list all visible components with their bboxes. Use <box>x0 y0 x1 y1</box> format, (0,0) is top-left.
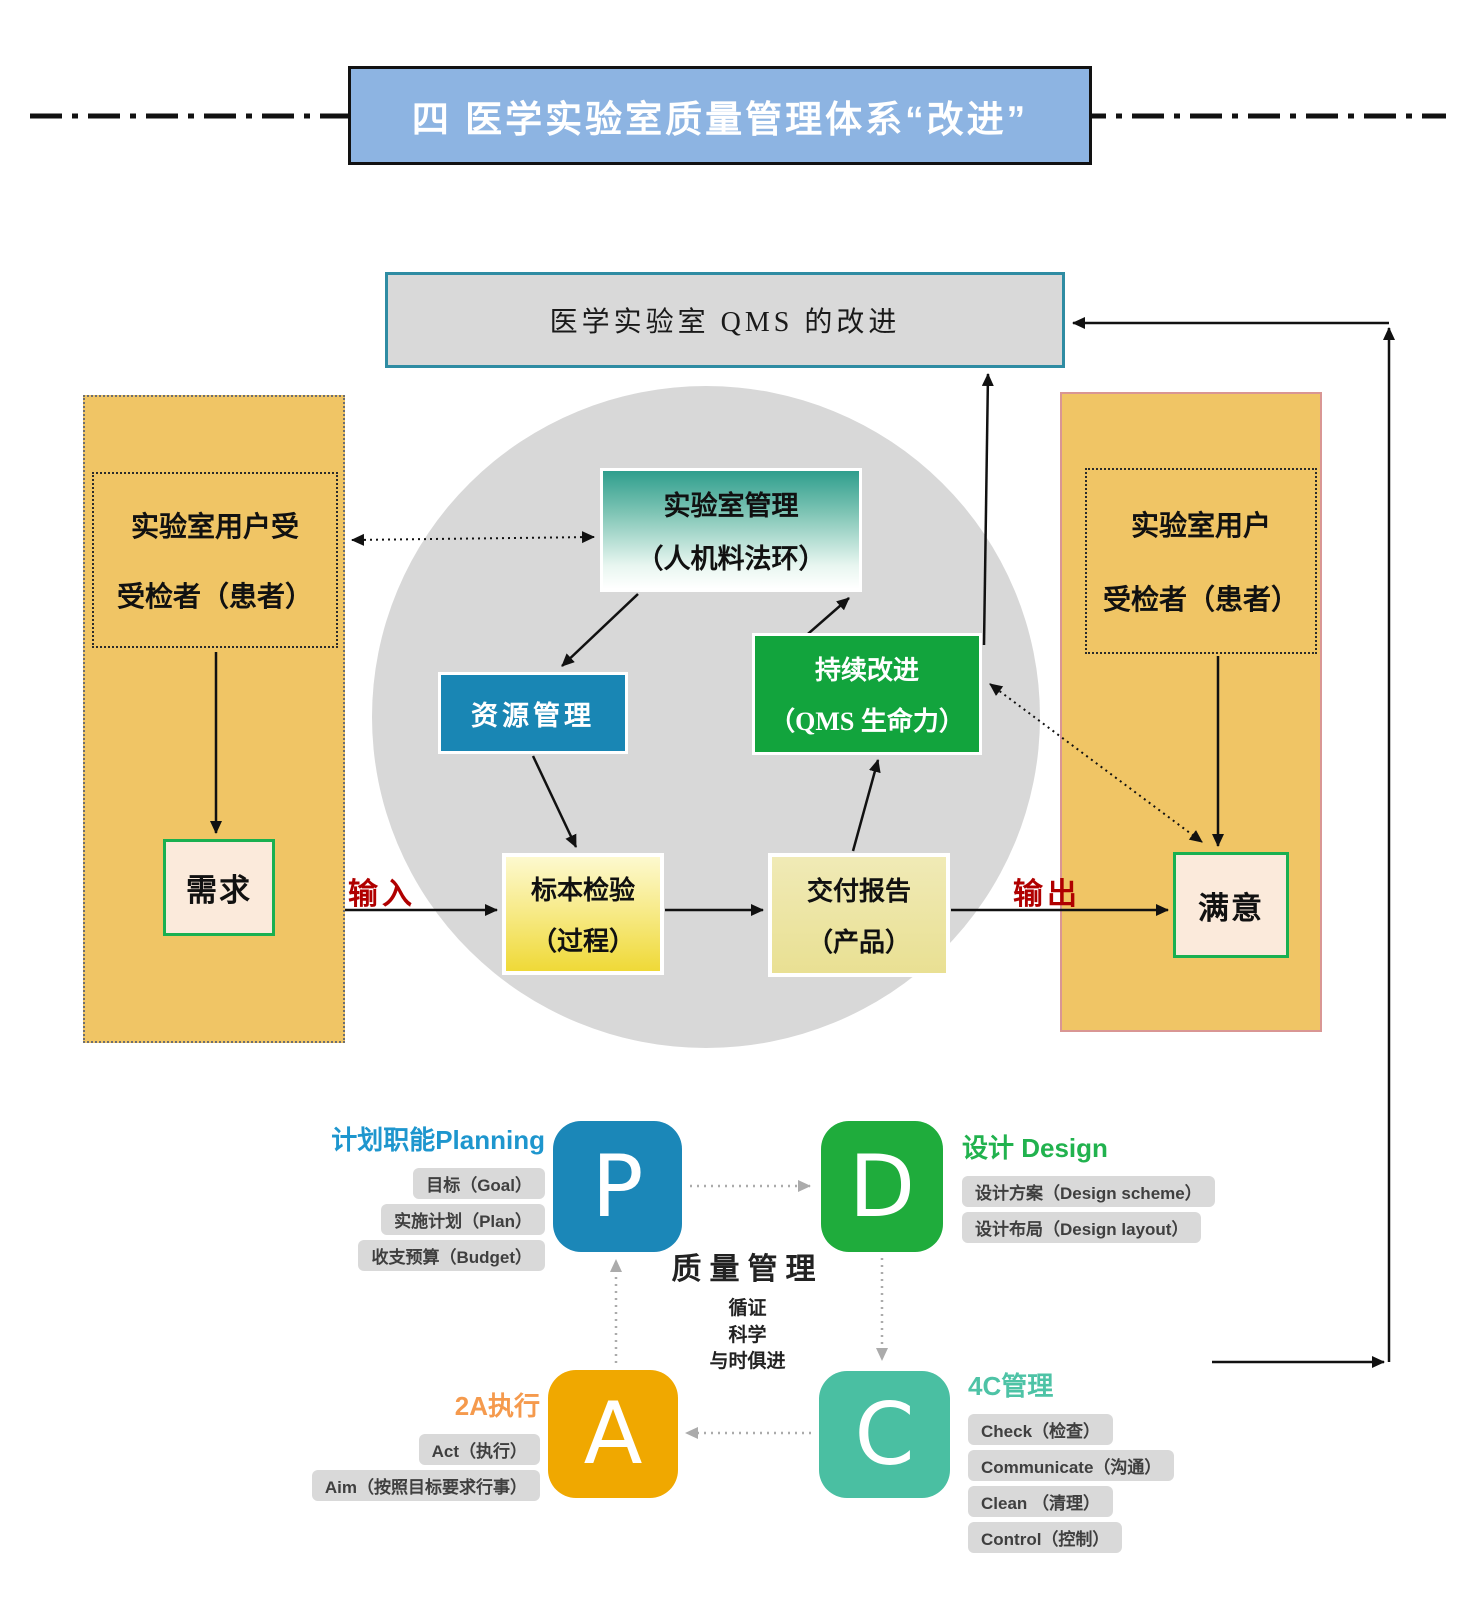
lab-management-line1: 实验室管理 <box>663 491 799 522</box>
check-label-group: 4C管理 Check（检查） Communicate（沟通） Clean （清理… <box>968 1366 1175 1553</box>
continuous-improvement-line1: 持续改进 <box>814 656 919 685</box>
act-item: Aim（按照目标要求行事） <box>311 1470 540 1501</box>
right-user-line1: 实验室用户 <box>1130 511 1271 542</box>
continuous-improvement-node: 持续改进 （QMS 生命力） <box>752 633 982 755</box>
design-header: 设计 Design <box>962 1133 1108 1163</box>
check-item: Clean （清理） <box>968 1486 1114 1517</box>
quality-title: 质量管理 <box>671 1253 824 1286</box>
check-header: 4C管理 <box>968 1371 1054 1401</box>
pdca-c-square: C <box>819 1371 950 1498</box>
demand-label: 需求 <box>186 873 252 908</box>
continuous-improvement-line2: （QMS 生命力） <box>769 707 965 736</box>
satisfaction-node: 满意 <box>1173 852 1289 958</box>
pdca-a-square: A <box>548 1370 678 1498</box>
pdca-c-letter: C <box>854 1384 915 1485</box>
planning-item: 收支预算（Budget） <box>358 1240 545 1271</box>
specimen-testing-line2: （过程） <box>530 926 635 956</box>
qms-improvement-label: 医学实验室 QMS 的改进 <box>549 307 901 338</box>
specimen-testing-node: 标本检验 （过程） <box>502 853 664 975</box>
planning-header: 计划职能Planning <box>331 1125 545 1155</box>
act-header: 2A执行 <box>454 1391 540 1421</box>
act-label-group: 2A执行 Act（执行） Aim（按照目标要求行事） <box>311 1386 540 1501</box>
design-item: 设计方案（Design scheme） <box>962 1176 1215 1207</box>
lab-management-node: 实验室管理 （人机料法环） <box>600 468 862 592</box>
left-user-line2: 受检者（患者） <box>116 582 313 614</box>
output-label: 输出 <box>1013 878 1081 911</box>
pdca-a-letter: A <box>583 1384 643 1484</box>
left-user-box: 实验室用户受 受检者（患者） <box>92 472 338 648</box>
title-banner: 四 医学实验室质量管理体系“改进” <box>348 66 1092 165</box>
left-user-line1: 实验室用户受 <box>130 511 299 543</box>
act-item: Act（执行） <box>418 1434 540 1465</box>
pdca-p-letter: P <box>591 1136 644 1237</box>
check-item: Check（检查） <box>968 1414 1114 1445</box>
pdca-d-square: D <box>821 1121 943 1252</box>
page-title: 四 医学实验室质量管理体系“改进” <box>411 98 1029 140</box>
pdca-p-square: P <box>553 1121 682 1252</box>
input-label: 输入 <box>348 878 416 911</box>
satisfaction-label: 满意 <box>1198 890 1264 926</box>
quality-center-text: 质量管理 循证 科学 与时俱进 <box>640 1244 855 1376</box>
specimen-testing-line1: 标本检验 <box>530 876 635 906</box>
quality-line: 科学 <box>728 1324 767 1346</box>
planning-label-group: 计划职能Planning 目标（Goal） 实施计划（Plan） 收支预算（Bu… <box>305 1120 545 1271</box>
pdca-d-letter: D <box>848 1136 916 1237</box>
resource-management-label: 资源管理 <box>471 700 595 731</box>
right-user-box: 实验室用户 受检者（患者） <box>1085 468 1317 654</box>
right-user-line2: 受检者（患者） <box>1102 585 1299 616</box>
quality-line: 与时俱进 <box>709 1351 786 1373</box>
lab-management-line2: （人机料法环） <box>636 543 826 574</box>
quality-line: 循证 <box>728 1298 767 1319</box>
planning-item: 实施计划（Plan） <box>381 1204 545 1235</box>
report-delivery-line1: 交付报告 <box>806 877 911 906</box>
design-label-group: 设计 Design 设计方案（Design scheme） 设计布局（Desig… <box>962 1128 1215 1243</box>
report-delivery-line2: （产品） <box>806 928 911 957</box>
report-delivery-node: 交付报告 （产品） <box>768 853 950 977</box>
demand-node: 需求 <box>163 839 275 936</box>
check-item: Control（控制） <box>968 1522 1123 1553</box>
resource-management-node: 资源管理 <box>438 672 628 754</box>
check-item: Communicate（沟通） <box>968 1450 1175 1481</box>
design-item: 设计布局（Design layout） <box>962 1212 1202 1243</box>
planning-item: 目标（Goal） <box>413 1168 545 1199</box>
qms-improvement-box: 医学实验室 QMS 的改进 <box>385 272 1065 368</box>
